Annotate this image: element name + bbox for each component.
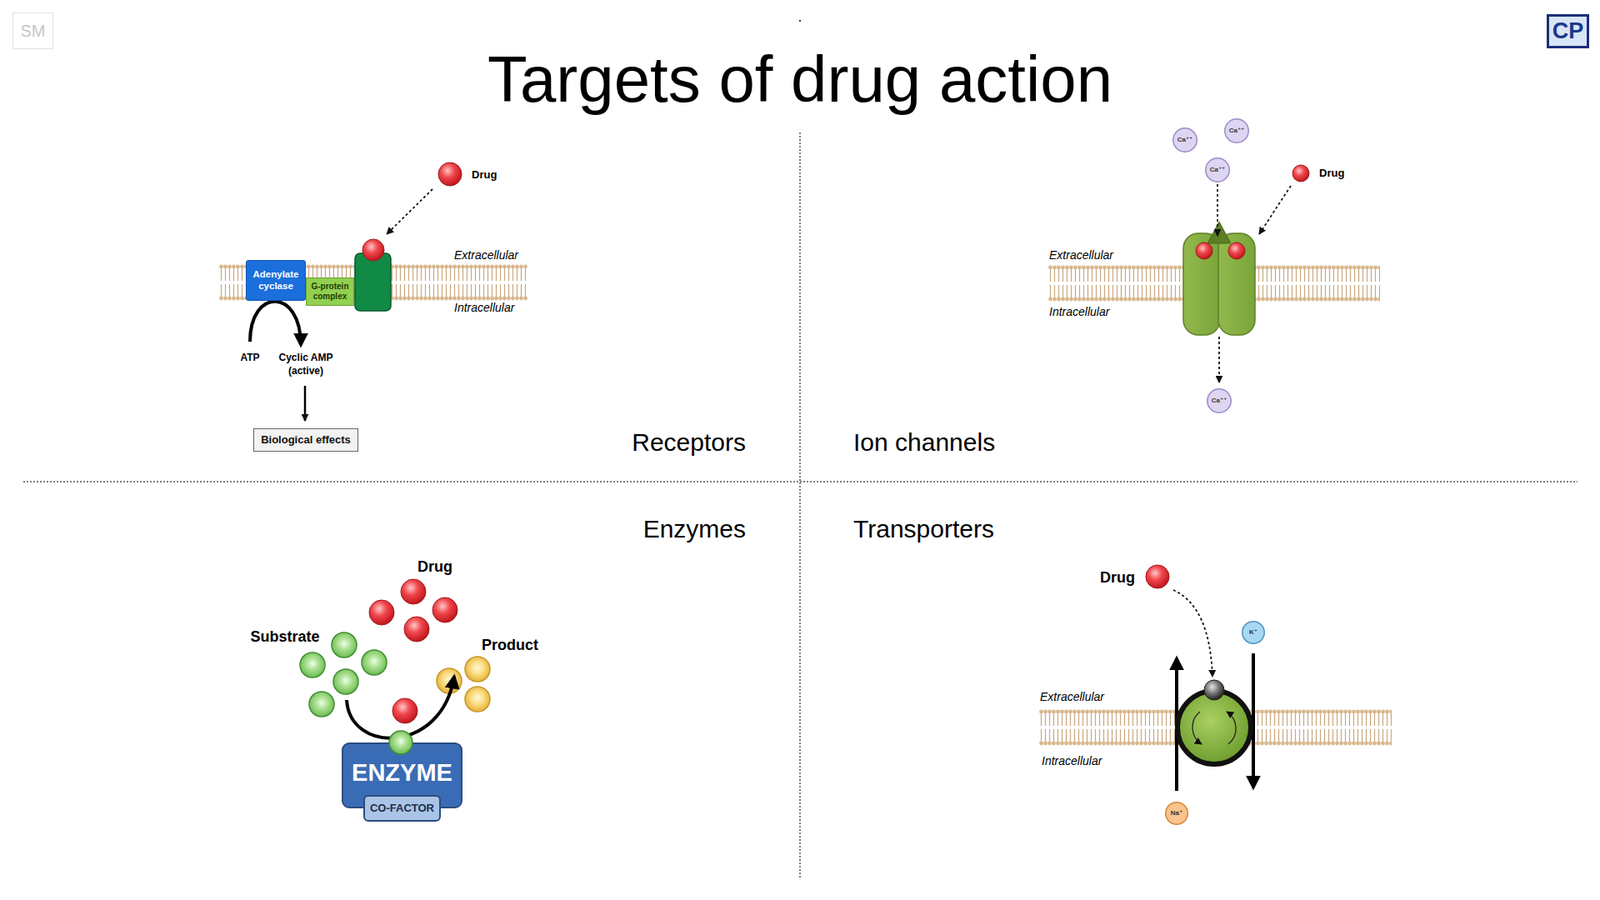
logo-box: CP <box>1546 14 1590 49</box>
node-text: Ca⁺⁺ <box>1210 165 1226 175</box>
effect-box: Biological effects <box>253 428 359 452</box>
drug-molecule <box>1145 565 1170 589</box>
ion-circle: K⁺ <box>1241 620 1265 645</box>
region-label: Intracellular <box>1049 305 1110 318</box>
substrate-molecule <box>333 669 359 695</box>
ion-circle: Ca⁺⁺ <box>1172 127 1198 153</box>
ion-channel <box>1183 233 1220 335</box>
quadrant-divider <box>799 132 801 880</box>
substrate-molecule <box>361 650 387 675</box>
quadrant-title: Transporters <box>853 516 995 542</box>
ion-circle: Ca⁺⁺ <box>1224 118 1250 144</box>
drug-label: Drug <box>1319 167 1345 179</box>
drug-molecule <box>362 239 385 261</box>
region-label: Intracellular <box>454 301 515 314</box>
drug-label: Drug <box>471 169 497 180</box>
drug-molecule <box>400 579 426 605</box>
binding-arrow <box>1173 590 1213 677</box>
binding-arrow <box>1259 185 1291 235</box>
substrate-molecule <box>331 632 357 658</box>
drug-molecule <box>404 616 430 642</box>
transporter-protein <box>1177 690 1251 765</box>
ion-circle-shape <box>1173 128 1198 153</box>
molecule-label: ATP <box>240 352 260 363</box>
receptor-protein <box>355 253 391 311</box>
node-text: Adenylate cyclase <box>246 269 305 293</box>
molecule-label: Cyclic AMP (active) <box>270 350 341 378</box>
node-text: SM <box>20 20 46 41</box>
node-text: Ca⁺⁺ <box>1211 396 1228 405</box>
dot-mark <box>799 20 801 22</box>
drug-label: Drug <box>417 559 453 575</box>
ion-channel <box>1218 233 1255 335</box>
ion-circle-shape <box>1205 158 1230 183</box>
node-text: ENZYME <box>351 758 453 788</box>
binding-arrow <box>386 189 433 235</box>
drug-molecule <box>1292 165 1310 182</box>
effect-arrow <box>304 385 307 421</box>
quadrant-title: Receptors <box>631 430 746 455</box>
product-molecule <box>436 668 462 694</box>
node-text: CP <box>1552 17 1585 45</box>
drug-label: Drug <box>1100 570 1135 585</box>
ion-flow-arrow <box>1216 184 1219 236</box>
binding-site <box>1204 680 1225 700</box>
node-text: Ca⁺⁺ <box>1229 126 1245 135</box>
node-text: Biological effects <box>260 433 351 447</box>
drug-molecule <box>432 597 458 623</box>
rotation-arrow <box>1192 711 1202 745</box>
ion-circle: Ca⁺⁺ <box>1206 388 1232 414</box>
drug-molecule <box>392 698 418 724</box>
substrate-molecule <box>309 691 335 717</box>
region-label: Extracellular <box>1040 690 1105 703</box>
node-text: Ca⁺⁺ <box>1177 135 1194 145</box>
conversion-arrow <box>250 301 301 345</box>
region-label: Extracellular <box>454 249 519 261</box>
substrate-molecule <box>300 652 325 678</box>
region-label: Intracellular <box>1041 755 1102 767</box>
molecule-label: Substrate <box>250 629 320 645</box>
drug-molecule <box>1195 242 1213 260</box>
rotation-arrow <box>1226 711 1236 745</box>
ion-circle-shape <box>1225 119 1250 144</box>
node-text: K⁺ <box>1249 628 1258 637</box>
quadrant-title: Ion channels <box>853 430 995 455</box>
diagram-title: Targets of drug action <box>0 46 1600 112</box>
product-molecule <box>465 656 490 682</box>
enzyme-box: Adenylate cyclase <box>245 260 306 301</box>
logo-box: SM <box>12 12 54 50</box>
drug-molecule <box>1228 242 1245 260</box>
protein-box: G-protein complex <box>305 277 355 306</box>
channel-pore <box>1207 221 1231 244</box>
drug-molecule <box>438 162 462 186</box>
node-text: G-protein complex <box>306 281 354 302</box>
ion-circle: Ca⁺⁺ <box>1205 157 1230 183</box>
enzyme-box: ENZYMECO-FACTOR <box>341 742 463 809</box>
quadrant-divider <box>23 480 1578 483</box>
ion-circle: Na⁺ <box>1165 801 1189 825</box>
reaction-arrow <box>346 676 455 739</box>
drug-molecule <box>369 600 395 625</box>
node-text: CO-FACTOR <box>370 801 435 815</box>
product-molecule <box>465 686 490 712</box>
ion-circle-shape <box>1207 389 1232 414</box>
ion-circle-shape <box>1242 621 1265 645</box>
ion-flow-arrow <box>1218 336 1220 383</box>
molecule-label: Product <box>481 637 539 653</box>
ion-circle-shape <box>1165 802 1189 825</box>
cofactor-box: CO-FACTOR <box>363 795 441 822</box>
node-text: Na⁺ <box>1170 809 1183 818</box>
region-label: Extracellular <box>1049 249 1114 261</box>
quadrant-title: Enzymes <box>643 516 746 542</box>
